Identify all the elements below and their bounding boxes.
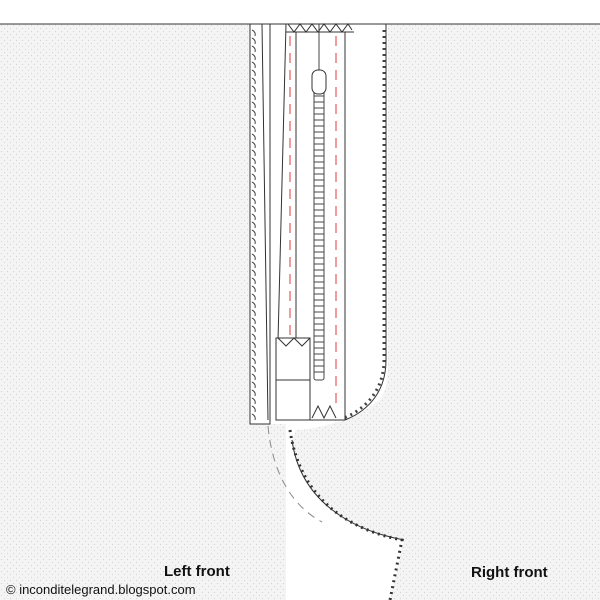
zipper-tape-top — [287, 23, 353, 33]
zipper-stop-zigzag — [277, 337, 311, 347]
zipper-teeth — [313, 89, 325, 381]
left-facing-overlock — [251, 29, 256, 421]
zipper-stop-box — [275, 337, 311, 381]
tape-bottom-zigzag — [311, 404, 337, 420]
left-front-panel — [0, 24, 268, 424]
right-fly-overlock — [343, 30, 386, 420]
crotch-curve-edge — [291, 439, 405, 541]
credit-text: © inconditelegrand.blogspot.com — [6, 582, 196, 597]
label-right-front: Right front — [471, 564, 548, 581]
label-left-front: Left front — [164, 563, 230, 580]
left-facing-fold-line — [261, 23, 269, 421]
zipper-pull-icon — [311, 69, 327, 95]
left-front-lower — [0, 424, 286, 600]
zipper-lower-box — [275, 379, 311, 421]
crotch-seam-line — [267, 425, 323, 523]
right-front-panel — [292, 24, 600, 600]
